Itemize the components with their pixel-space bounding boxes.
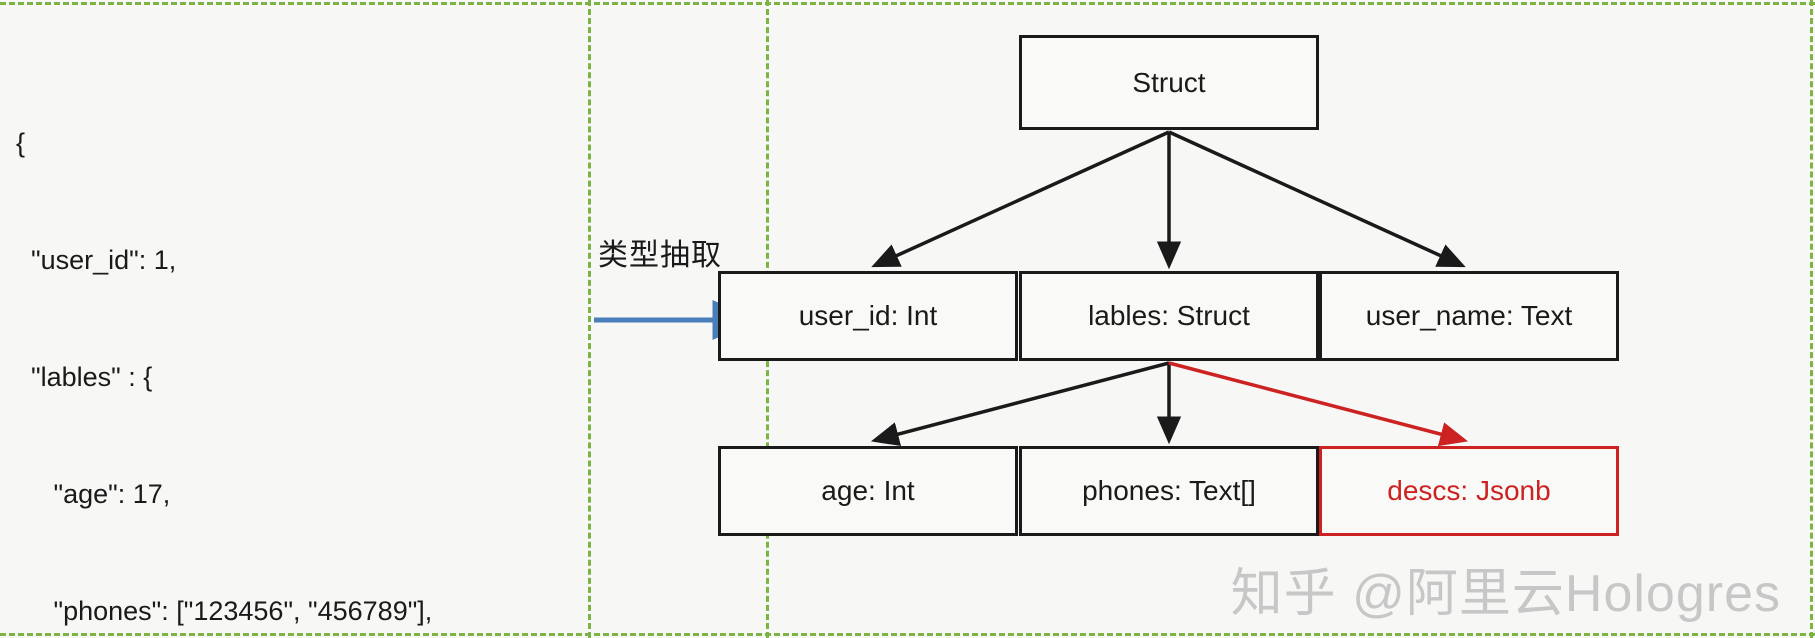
node-descs[interactable]: descs: Jsonb (1319, 446, 1619, 536)
edge-lables-to-age (870, 361, 1170, 447)
source-json-panel: { "user_id": 1, "lables" : { "age": 17, … (16, 46, 576, 638)
node-lables[interactable]: lables: Struct (1019, 271, 1319, 361)
edge-lables-to-descs (1168, 361, 1469, 447)
section-divider-left (588, 0, 591, 638)
tree-edges (870, 130, 1469, 447)
json-line: "lables" : { (16, 362, 153, 392)
node-user-id[interactable]: user_id: Int (718, 271, 1018, 361)
transform-label: 类型抽取 (598, 239, 722, 272)
edge-struct-to-user-id (871, 130, 1170, 268)
node-struct[interactable]: Struct (1019, 35, 1319, 130)
json-line: "age": 17, (16, 479, 171, 509)
watermark: 知乎 @阿里云Hologres (1230, 565, 1781, 623)
json-line: { (16, 128, 26, 158)
node-age[interactable]: age: Int (718, 446, 1018, 536)
json-line: "phones": ["123456", "456789"], (16, 596, 433, 626)
json-line: "user_id": 1, (16, 245, 177, 275)
schema-tree-diagram: Struct user_id: Int lables: Struct user_… (718, 0, 1815, 638)
edge-struct-to-user-name (1168, 130, 1466, 268)
node-user-name[interactable]: user_name: Text (1319, 271, 1619, 361)
node-phones[interactable]: phones: Text[] (1019, 446, 1319, 536)
